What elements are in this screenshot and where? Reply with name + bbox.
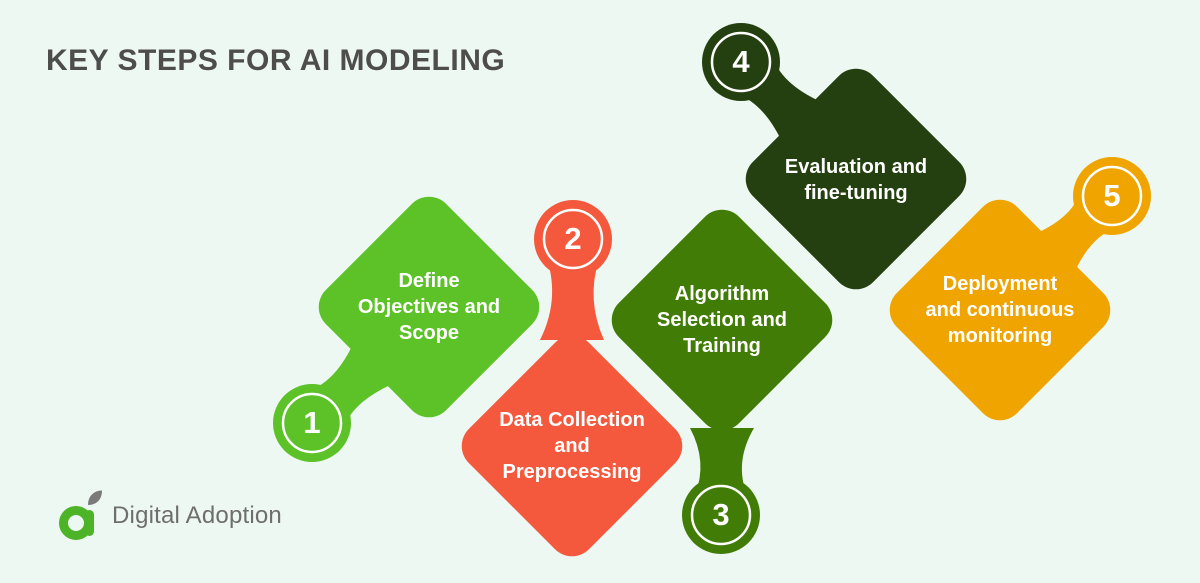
step-5-badge-ring	[1081, 165, 1143, 227]
step-1-badge-circle	[273, 384, 351, 462]
step-3-shape	[611, 209, 833, 554]
brand-logo: Digital Adoption	[58, 490, 282, 542]
step-1-shape	[273, 196, 540, 462]
step-2-shape	[461, 200, 683, 557]
step-2-number: 2	[564, 221, 582, 256]
step-5-badge-circle	[1073, 157, 1151, 235]
step-4-number: 4	[732, 44, 750, 79]
step-5-number: 5	[1103, 178, 1121, 213]
step-3-number: 3	[712, 497, 730, 532]
step-2-diamond	[461, 335, 683, 557]
logo-a-icon	[59, 490, 102, 540]
page-title: KEY STEPS FOR AI MODELING	[46, 44, 506, 77]
logo-leaf-icon	[88, 490, 102, 505]
step-2-badge-circle	[534, 200, 612, 278]
step-4-shape	[702, 23, 967, 290]
step-1-label: Define Objectives and Scope	[357, 270, 501, 344]
step-3-badge-ring	[690, 484, 752, 546]
step-3-label: Algorithm Selection and Training	[656, 283, 788, 357]
logo-text: Digital Adoption	[112, 502, 282, 529]
step-1-number: 1	[303, 405, 321, 440]
step-1-badge-ring	[281, 392, 343, 454]
step-2-label: Data Collection and Preprocessing	[499, 409, 645, 483]
step-2-neck	[540, 259, 604, 340]
step-3-neck	[690, 428, 754, 495]
step-4-badge-circle	[702, 23, 780, 101]
step-5-label: Deployment and continuous monitoring	[925, 273, 1075, 347]
step-3-diamond	[611, 209, 833, 431]
step-4-label: Evaluation and fine-tuning	[784, 156, 928, 204]
step-4-badge-ring	[710, 31, 772, 93]
step-2-badge-ring	[542, 208, 604, 270]
step-5-shape	[889, 157, 1151, 421]
step-3-badge-circle	[682, 476, 760, 554]
